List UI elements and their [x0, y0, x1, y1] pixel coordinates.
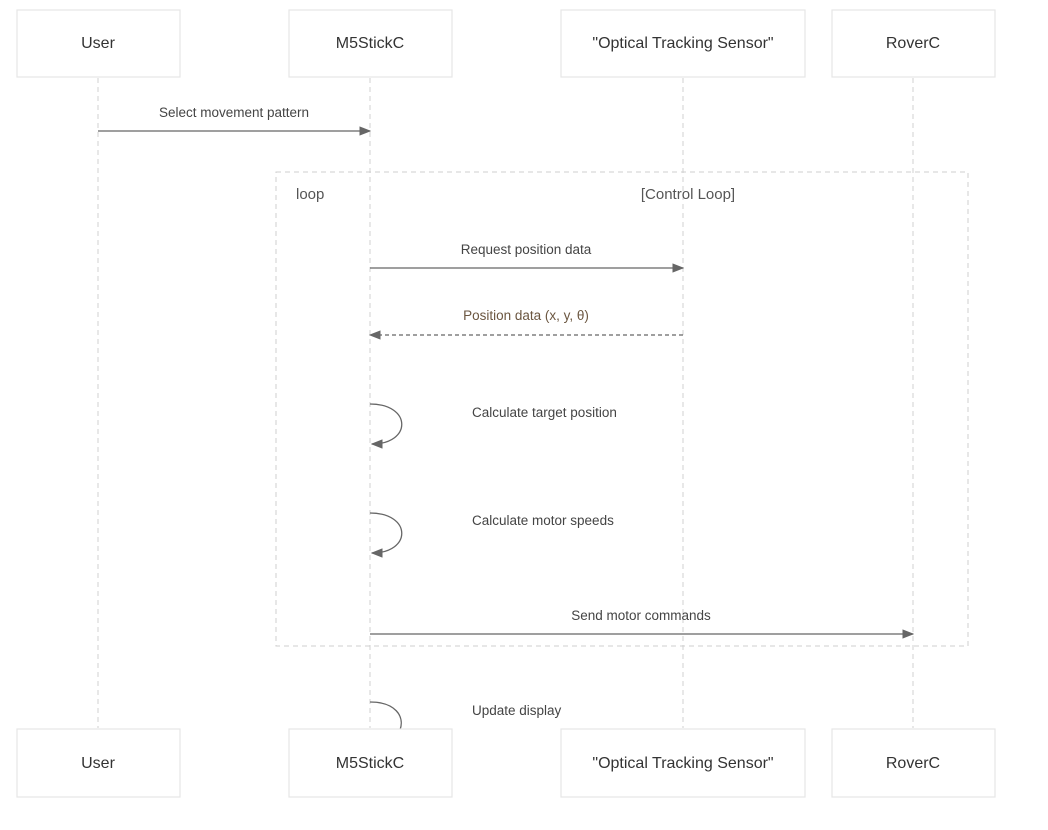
- message-select-movement-pattern: Select movement pattern: [98, 105, 372, 136]
- message-label: Send motor commands: [571, 608, 711, 623]
- message-calculate-motor-speeds: Calculate motor speeds: [369, 512, 614, 558]
- message-label: Position data (x, y, θ): [463, 308, 589, 323]
- loop-condition: [Control Loop]: [641, 186, 735, 203]
- actor-top-m5stickc: M5StickC: [288, 9, 453, 78]
- self-call-arrow: [369, 403, 403, 449]
- actor-top-optical-tracking-sensor: "Optical Tracking Sensor": [560, 9, 806, 78]
- actor-bottom-m5stickc: M5StickC: [288, 728, 453, 798]
- message-label: Request position data: [461, 242, 592, 257]
- actor-top-user: User: [16, 9, 181, 78]
- message-label: Calculate target position: [472, 405, 617, 420]
- message-label: Select movement pattern: [159, 105, 309, 120]
- actor-bottom-user: User: [16, 728, 181, 798]
- actor-label: M5StickC: [336, 755, 404, 772]
- actor-label: RoverC: [886, 35, 940, 52]
- actor-label: "Optical Tracking Sensor": [592, 35, 773, 52]
- self-call-arrow: [369, 701, 402, 731]
- message-request-position-data: Request position data: [370, 242, 685, 273]
- actor-label: RoverC: [886, 755, 940, 772]
- message-label: Calculate motor speeds: [472, 513, 614, 528]
- message-position-data-reply: Position data (x, y, θ): [368, 308, 683, 340]
- self-call-arrow: [369, 512, 403, 558]
- loop-frame: [275, 171, 969, 647]
- actor-label: M5StickC: [336, 35, 404, 52]
- message-update-display: Update display: [369, 701, 562, 731]
- actor-label: "Optical Tracking Sensor": [592, 755, 773, 772]
- actor-label: User: [81, 755, 115, 772]
- message-label: Update display: [472, 703, 562, 718]
- actor-label: User: [81, 35, 115, 52]
- message-calculate-target-position: Calculate target position: [369, 403, 617, 449]
- actor-bottom-optical-tracking-sensor: "Optical Tracking Sensor": [560, 728, 806, 798]
- actor-bottom-roverc: RoverC: [831, 728, 996, 798]
- message-send-motor-commands: Send motor commands: [370, 608, 915, 639]
- actor-top-roverc: RoverC: [831, 9, 996, 78]
- loop-fragment: loop [Control Loop]: [275, 171, 969, 647]
- loop-keyword: loop: [296, 186, 324, 203]
